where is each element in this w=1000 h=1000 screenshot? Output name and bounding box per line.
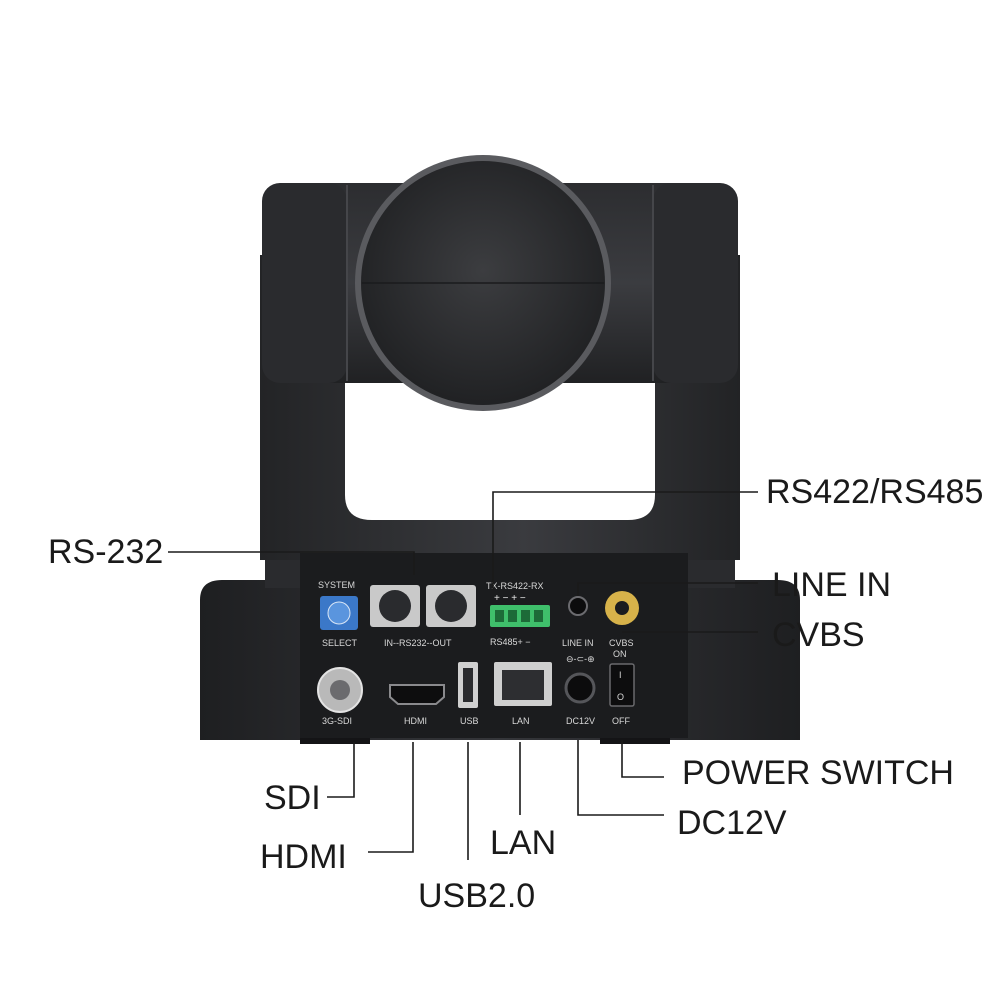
label-rs232: RS-232 xyxy=(48,533,163,571)
label-usb: USB2.0 xyxy=(418,877,535,915)
panel-label-cvbs: CVBS xyxy=(609,638,634,648)
panel-label-rs232: IN--RS232--OUT xyxy=(384,638,452,648)
label-line-in: LINE IN xyxy=(772,566,891,604)
label-hdmi: HDMI xyxy=(260,838,347,876)
terminal-pin xyxy=(521,610,530,622)
switch-on-mark: I xyxy=(619,670,622,680)
panel-label-select: SELECT xyxy=(322,638,358,648)
panel-label-rs485: RS485+ − xyxy=(490,637,531,647)
rotary-dial-icon xyxy=(327,601,351,625)
leader-hdmi xyxy=(368,742,414,853)
power-rocker-switch[interactable] xyxy=(609,663,635,707)
panel-label-lan: LAN xyxy=(512,716,530,726)
cylinder-right-cap xyxy=(653,183,738,383)
callout-labels: RS422/RS485 RS-232 LINE IN CVBS POWER SW… xyxy=(48,473,983,915)
leader-dc12v xyxy=(577,740,664,816)
dc12v-power-jack[interactable] xyxy=(564,672,596,704)
hdmi-port[interactable] xyxy=(389,684,445,705)
leader-power-switch xyxy=(621,740,664,778)
panel-label-dc12v: DC12V xyxy=(566,716,595,726)
leader-lines xyxy=(168,491,758,860)
leader-sdi xyxy=(327,742,355,798)
label-lan: LAN xyxy=(490,824,556,862)
terminal-pin xyxy=(534,610,543,622)
line-in-jack[interactable] xyxy=(568,596,588,616)
panel-label-system: SYSTEM xyxy=(318,580,355,590)
terminal-pin xyxy=(495,610,504,622)
panel-label-polarity: + − + − xyxy=(494,593,526,604)
rj45-socket-icon xyxy=(502,670,544,700)
panel-label-off: OFF xyxy=(612,716,630,726)
leader-rs232 xyxy=(168,551,415,575)
foot-right xyxy=(600,738,670,744)
dc-polarity-icon: ⊖-⊂-⊕ xyxy=(566,654,595,664)
camera-body xyxy=(200,155,800,744)
panel-label-on: ON xyxy=(613,649,627,659)
panel-components: SYSTEM SELECT IN--RS232--OUT TX-RS422-RX… xyxy=(317,580,639,726)
bnc-core-icon xyxy=(330,680,350,700)
connector-panel xyxy=(300,553,688,738)
mini-din-icon xyxy=(379,590,411,622)
label-cvbs: CVBS xyxy=(772,616,865,654)
cylinder-left-cap xyxy=(262,183,347,383)
leader-line-in xyxy=(577,582,758,596)
switch-off-mark: O xyxy=(617,692,624,702)
foot-left xyxy=(300,738,370,744)
label-power-switch: POWER SWITCH xyxy=(682,754,954,792)
panel-label-usb: USB xyxy=(460,716,479,726)
label-dc12v: DC12V xyxy=(677,804,787,842)
label-sdi: SDI xyxy=(264,779,321,817)
terminal-pin xyxy=(508,610,517,622)
panel-label-tx-rs422-rx: TX-RS422-RX xyxy=(486,581,544,591)
leader-rs422-rs485 xyxy=(492,491,758,590)
rca-center-icon xyxy=(615,601,629,615)
label-rs422-rs485: RS422/RS485 xyxy=(766,473,983,511)
mini-din-icon xyxy=(435,590,467,622)
panel-label-sdi: 3G-SDI xyxy=(322,716,352,726)
usb-slot-icon xyxy=(463,668,473,702)
panel-label-line-in: LINE IN xyxy=(562,638,594,648)
panel-label-hdmi: HDMI xyxy=(404,716,427,726)
